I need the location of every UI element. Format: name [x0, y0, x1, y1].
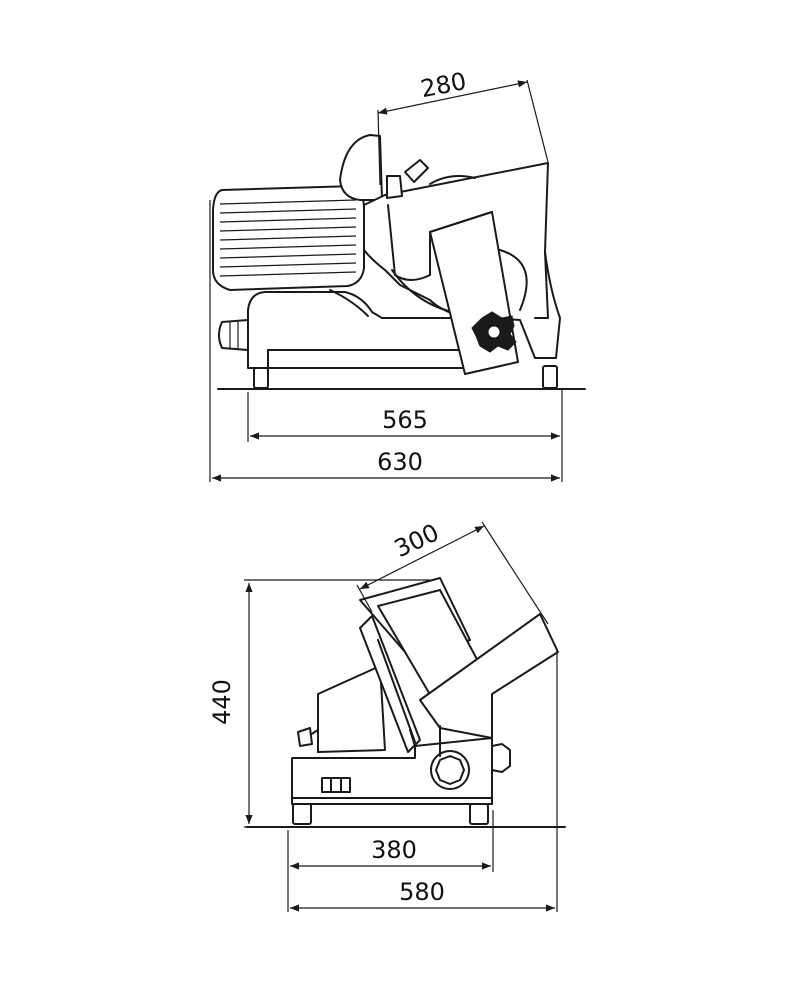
foot-side-right: [469, 803, 489, 825]
dim-blade-width: 280: [418, 67, 468, 103]
rear-knob: [297, 727, 313, 747]
dim-overall-width: 630: [377, 448, 423, 476]
dim-carriage-length: 300: [390, 518, 443, 563]
dim-overall-depth: 580: [399, 878, 445, 906]
side-right-knob: [491, 743, 511, 773]
vent-icon: [321, 777, 351, 793]
top-dimensions: [209, 79, 563, 482]
dim-base-depth: 380: [371, 836, 417, 864]
foot-side-left: [292, 803, 312, 825]
sharpener: [386, 175, 403, 199]
foot-left: [253, 367, 269, 389]
bottom-dimensions: [244, 521, 558, 912]
slide-column: [359, 615, 421, 753]
rear-body: [317, 665, 386, 753]
pusher-plate: [339, 134, 383, 201]
foot-right: [542, 365, 558, 389]
side-knob: [218, 319, 249, 351]
slicer-side-view: [246, 577, 566, 828]
slicer-front-view: [212, 134, 586, 390]
dim-height: 440: [208, 679, 236, 725]
dim-base-width: 565: [382, 406, 428, 434]
